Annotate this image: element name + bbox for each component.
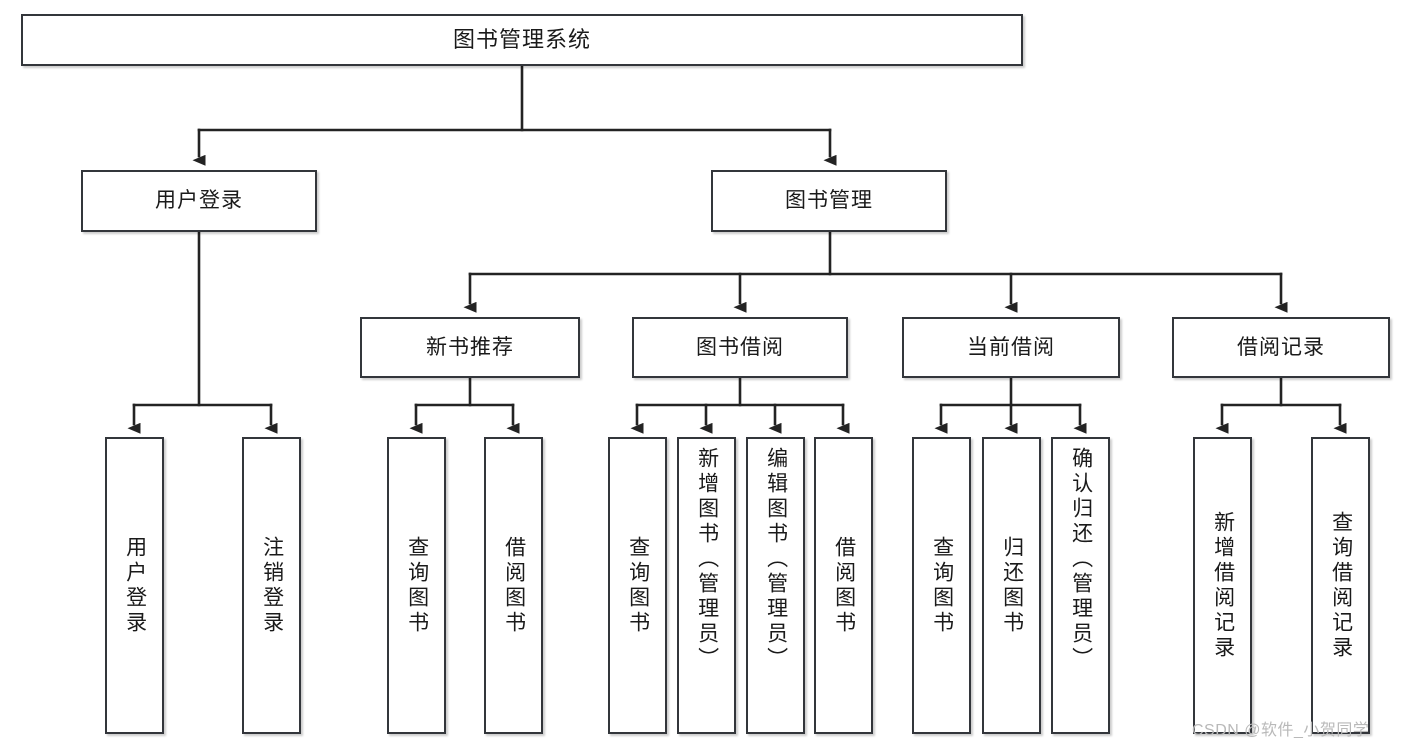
node-label: 注销登录 (260, 535, 284, 636)
node-label: 借阅记录 (1237, 335, 1325, 359)
node-current-borrow[interactable]: 当前借阅 (902, 317, 1120, 378)
node-new-book-recommend[interactable]: 新书推荐 (360, 317, 580, 378)
node-label: 编辑图书（管理员） (764, 447, 788, 672)
node-label: 新增借阅记录 (1211, 510, 1235, 661)
node-label: 新书推荐 (426, 335, 514, 359)
node-leaf-borrow-book-1[interactable]: 借阅图书 (484, 437, 543, 734)
node-root-system[interactable]: 图书管理系统 (21, 14, 1023, 66)
node-book-borrow[interactable]: 图书借阅 (632, 317, 848, 378)
node-label: 图书管理 (785, 189, 873, 213)
node-leaf-query-record[interactable]: 查询借阅记录 (1311, 437, 1370, 734)
node-borrow-record[interactable]: 借阅记录 (1172, 317, 1390, 378)
node-label: 用户登录 (123, 535, 147, 636)
node-user-login[interactable]: 用户登录 (81, 170, 317, 232)
node-leaf-borrow-book-2[interactable]: 借阅图书 (814, 437, 873, 734)
node-leaf-user-login[interactable]: 用户登录 (105, 437, 164, 734)
node-label: 借阅图书 (832, 535, 856, 636)
node-leaf-query-book-1[interactable]: 查询图书 (387, 437, 446, 734)
node-book-manage[interactable]: 图书管理 (711, 170, 947, 232)
node-label: 查询图书 (405, 535, 429, 636)
node-label: 新增图书（管理员） (695, 447, 719, 672)
node-label: 查询图书 (930, 535, 954, 636)
node-label: 查询图书 (626, 535, 650, 636)
node-label: 当前借阅 (967, 335, 1055, 359)
node-label: 归还图书 (1000, 535, 1024, 636)
node-leaf-confirm-return[interactable]: 确认归还（管理员） (1051, 437, 1110, 734)
node-leaf-logout-login[interactable]: 注销登录 (242, 437, 301, 734)
node-label: 用户登录 (155, 189, 243, 213)
node-leaf-add-book[interactable]: 新增图书（管理员） (677, 437, 736, 734)
node-label: 图书借阅 (696, 335, 784, 359)
node-leaf-query-book-2[interactable]: 查询图书 (608, 437, 667, 734)
node-label: 查询借阅记录 (1329, 510, 1353, 661)
node-leaf-edit-book[interactable]: 编辑图书（管理员） (746, 437, 805, 734)
node-leaf-query-book-3[interactable]: 查询图书 (912, 437, 971, 734)
node-leaf-add-record[interactable]: 新增借阅记录 (1193, 437, 1252, 734)
csdn-watermark: CSDN @软件_小贺同学 (1192, 722, 1370, 739)
node-label: 图书管理系统 (452, 26, 591, 52)
node-label: 借阅图书 (502, 535, 526, 636)
node-label: 确认归还（管理员） (1069, 447, 1093, 672)
node-leaf-return-book[interactable]: 归还图书 (982, 437, 1041, 734)
